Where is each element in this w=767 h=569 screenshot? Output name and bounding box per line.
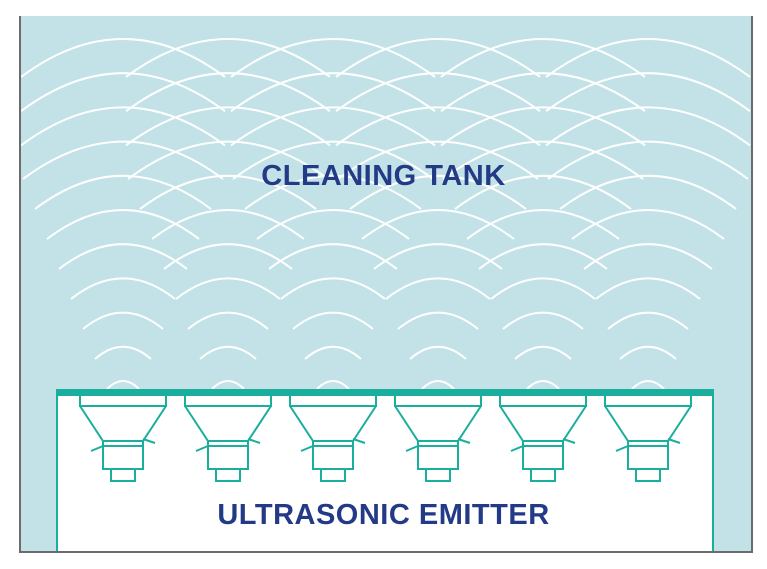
wave-arc bbox=[335, 38, 541, 78]
wave-arc bbox=[304, 345, 362, 360]
cleaning-tank-label: CLEANING TANK bbox=[261, 160, 506, 192]
transducer-base bbox=[635, 468, 661, 482]
transducer-lead bbox=[405, 438, 471, 452]
wave-arc bbox=[373, 243, 503, 270]
transducer-lead bbox=[195, 438, 261, 452]
transducer-lead bbox=[90, 438, 156, 452]
wave-arc bbox=[409, 345, 467, 360]
wave-arc bbox=[502, 311, 584, 330]
wave-arc bbox=[545, 38, 751, 78]
transducer bbox=[604, 396, 692, 482]
wave-arc bbox=[385, 277, 491, 300]
transducer-base bbox=[320, 468, 346, 482]
transducer-horn bbox=[604, 396, 692, 442]
transducer bbox=[394, 396, 482, 482]
wave-arc bbox=[34, 174, 212, 210]
transducer-base bbox=[530, 468, 556, 482]
wave-arc bbox=[20, 72, 226, 113]
wave-arc bbox=[514, 345, 572, 360]
wave-arc bbox=[571, 209, 725, 240]
transducer-base bbox=[215, 468, 241, 482]
wave-arc bbox=[94, 345, 152, 360]
wave-arc bbox=[397, 311, 479, 330]
wave-arc bbox=[230, 72, 436, 113]
transducer-horn bbox=[79, 396, 167, 442]
wave-arc bbox=[466, 209, 620, 240]
wave-arc bbox=[46, 209, 200, 240]
wave-arc bbox=[280, 277, 386, 300]
wave-arc bbox=[478, 243, 608, 270]
wave-arc bbox=[22, 140, 224, 180]
wave-arc bbox=[440, 106, 646, 147]
wave-arc bbox=[335, 106, 541, 147]
transducer bbox=[79, 396, 167, 482]
wave-arc bbox=[595, 277, 701, 300]
emitter-plate bbox=[56, 389, 714, 396]
transducers bbox=[79, 396, 692, 482]
transducer-horn bbox=[499, 396, 587, 442]
wave-arc bbox=[421, 380, 455, 390]
wave-arc bbox=[230, 38, 436, 78]
transducer-lead bbox=[300, 438, 366, 452]
transducer-horn bbox=[289, 396, 377, 442]
wave-arc bbox=[316, 380, 350, 390]
wave-arc bbox=[187, 311, 269, 330]
wave-arc bbox=[268, 243, 398, 270]
transducer-lead bbox=[615, 438, 681, 452]
wave-arc bbox=[583, 243, 713, 270]
wave-arc bbox=[244, 174, 422, 210]
wave-arc bbox=[631, 380, 665, 390]
wave-arc bbox=[125, 106, 331, 147]
wave-arc bbox=[256, 209, 410, 240]
ultrasonic-emitter-label: ULTRASONIC EMITTER bbox=[217, 499, 550, 531]
wave-arc bbox=[151, 209, 305, 240]
wave-arc bbox=[127, 140, 329, 180]
wave-arc bbox=[230, 106, 436, 147]
wave-arc bbox=[20, 38, 226, 78]
wave-arc bbox=[440, 72, 646, 113]
transducer-horn bbox=[184, 396, 272, 442]
wave-arc bbox=[70, 277, 176, 300]
wave-arc bbox=[82, 311, 164, 330]
wave-arc bbox=[163, 243, 293, 270]
wave-arc bbox=[490, 277, 596, 300]
transducer-base bbox=[425, 468, 451, 482]
wave-arc bbox=[547, 140, 749, 180]
ultrasonic-waves bbox=[20, 38, 751, 390]
wave-arc bbox=[440, 38, 646, 78]
wave-arc bbox=[125, 72, 331, 113]
wave-arc bbox=[335, 72, 541, 113]
wave-arc bbox=[619, 345, 677, 360]
tank-border bbox=[19, 16, 753, 553]
wave-arc bbox=[175, 277, 281, 300]
wave-arc bbox=[559, 174, 737, 210]
transducer-base bbox=[110, 468, 136, 482]
transducer-lead bbox=[510, 438, 576, 452]
wave-arc bbox=[211, 380, 245, 390]
wave-arc bbox=[292, 311, 374, 330]
wave-arc bbox=[20, 106, 226, 147]
transducer bbox=[184, 396, 272, 482]
ultrasonic-emitter-box bbox=[56, 392, 714, 553]
wave-arc bbox=[361, 209, 515, 240]
wave-arc bbox=[545, 72, 751, 113]
wave-arc bbox=[232, 140, 434, 180]
transducer-horn bbox=[394, 396, 482, 442]
wave-arc bbox=[125, 38, 331, 78]
wave-arc bbox=[58, 243, 188, 270]
wave-arc bbox=[442, 140, 644, 180]
wave-arc bbox=[199, 345, 257, 360]
transducer bbox=[289, 396, 377, 482]
transducer bbox=[499, 396, 587, 482]
wave-arc bbox=[607, 311, 689, 330]
wave-arc bbox=[349, 174, 527, 210]
wave-arc bbox=[106, 380, 140, 390]
wave-arc bbox=[139, 174, 317, 210]
wave-arc bbox=[337, 140, 539, 180]
wave-arc bbox=[454, 174, 632, 210]
wave-arc bbox=[545, 106, 751, 147]
wave-arc bbox=[526, 380, 560, 390]
